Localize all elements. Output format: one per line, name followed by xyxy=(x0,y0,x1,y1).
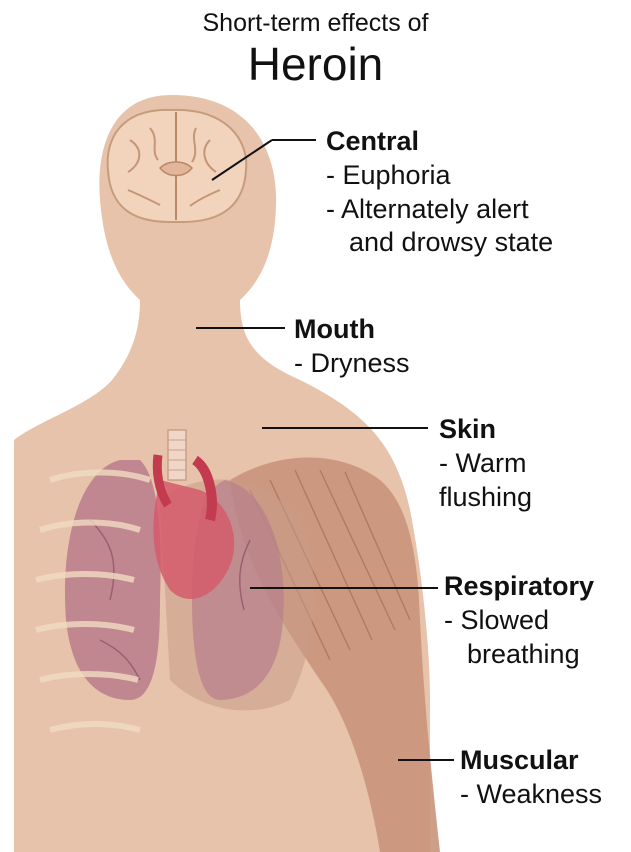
label-skin-item: flushing xyxy=(439,481,532,515)
label-central-item: - Euphoria xyxy=(326,159,553,193)
label-mouth: Mouth - Dryness xyxy=(294,313,410,381)
label-central-item: - Alternately alert xyxy=(326,193,553,227)
label-muscular: Muscular - Weakness xyxy=(460,744,602,812)
label-skin-heading: Skin xyxy=(439,413,532,447)
label-skin-item: - Warm xyxy=(439,447,532,481)
label-skin: Skin - Warm flushing xyxy=(439,413,532,514)
label-central-heading: Central xyxy=(326,125,553,159)
label-muscular-heading: Muscular xyxy=(460,744,602,778)
diagram-title: Heroin xyxy=(0,40,631,88)
label-central: Central - Euphoria - Alternately alert a… xyxy=(326,125,553,260)
label-respiratory-heading: Respiratory xyxy=(444,570,594,604)
label-mouth-heading: Mouth xyxy=(294,313,410,347)
label-respiratory: Respiratory - Slowed breathing xyxy=(444,570,594,671)
trachea xyxy=(168,430,186,480)
label-mouth-item: - Dryness xyxy=(294,347,410,381)
brain-icon xyxy=(108,110,247,222)
label-respiratory-item: - Slowed xyxy=(444,604,594,638)
diagram-subtitle: Short-term effects of xyxy=(0,9,631,38)
label-respiratory-item: breathing xyxy=(444,638,594,672)
label-central-item: and drowsy state xyxy=(326,226,553,260)
label-muscular-item: - Weakness xyxy=(460,778,602,812)
